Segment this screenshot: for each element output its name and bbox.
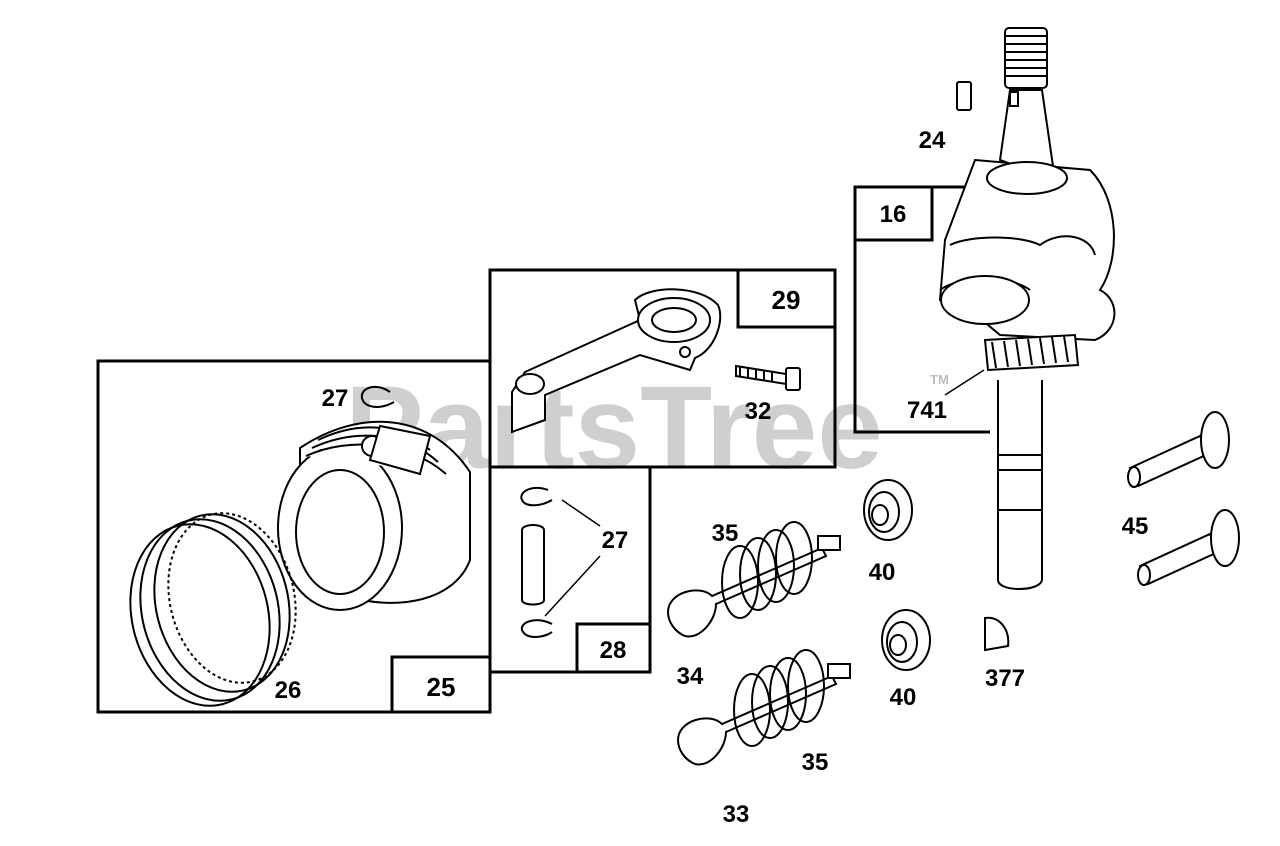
wrist-pin-kit[interactable]	[520, 486, 601, 638]
rod-bolt[interactable]	[735, 364, 801, 391]
callout-24[interactable]: 24	[919, 127, 946, 154]
pin-kit-frame	[490, 465, 652, 674]
piston[interactable]	[277, 420, 471, 611]
callout-32[interactable]: 32	[745, 398, 772, 425]
callout-741[interactable]: 741	[907, 397, 947, 424]
watermark-trademark: TM	[930, 372, 949, 387]
box-25-label-frame	[390, 655, 492, 714]
piston-assembly-group	[96, 359, 492, 714]
leader-741	[944, 369, 985, 396]
piston-assembly-frame	[96, 359, 492, 714]
box-16-label-frame	[853, 185, 934, 242]
callout-35-top[interactable]: 35	[712, 520, 739, 547]
box-29-label-frame	[736, 268, 837, 329]
piston-rings[interactable]	[112, 500, 313, 721]
exhaust-valve-and-spring[interactable]	[666, 521, 841, 638]
connecting-rod[interactable]	[511, 288, 722, 434]
callout-34[interactable]: 34	[677, 663, 704, 690]
piston-pin-retainer-icon[interactable]	[360, 385, 395, 408]
box-29-label[interactable]: 29	[772, 285, 801, 315]
flywheel-key[interactable]	[956, 81, 972, 111]
callout-27-kit[interactable]: 27	[602, 527, 629, 554]
callout-40-bottom[interactable]: 40	[890, 684, 917, 711]
valve-spring-retainer-upper[interactable]	[863, 479, 913, 541]
crankshaft[interactable]	[938, 27, 1116, 590]
callout-26[interactable]: 26	[275, 677, 302, 704]
box-28-label[interactable]: 28	[600, 637, 627, 664]
intake-valve-and-spring[interactable]	[676, 649, 851, 766]
callout-27-top[interactable]: 27	[322, 385, 349, 412]
callout-40-top[interactable]: 40	[869, 559, 896, 586]
valve-spring-retainer-lower[interactable]	[881, 609, 931, 671]
callout-33[interactable]: 33	[723, 801, 750, 828]
callout-45[interactable]: 45	[1122, 513, 1149, 540]
box-25-label[interactable]: 25	[427, 672, 456, 702]
valve-tappets[interactable]	[1127, 411, 1240, 586]
box-28-label-frame	[575, 622, 652, 674]
box-16-label[interactable]: 16	[880, 201, 907, 228]
crankshaft-key[interactable]	[984, 616, 1010, 652]
connecting-rod-frame	[488, 268, 837, 469]
callout-377[interactable]: 377	[985, 665, 1025, 692]
callout-35-bottom[interactable]: 35	[802, 749, 829, 776]
